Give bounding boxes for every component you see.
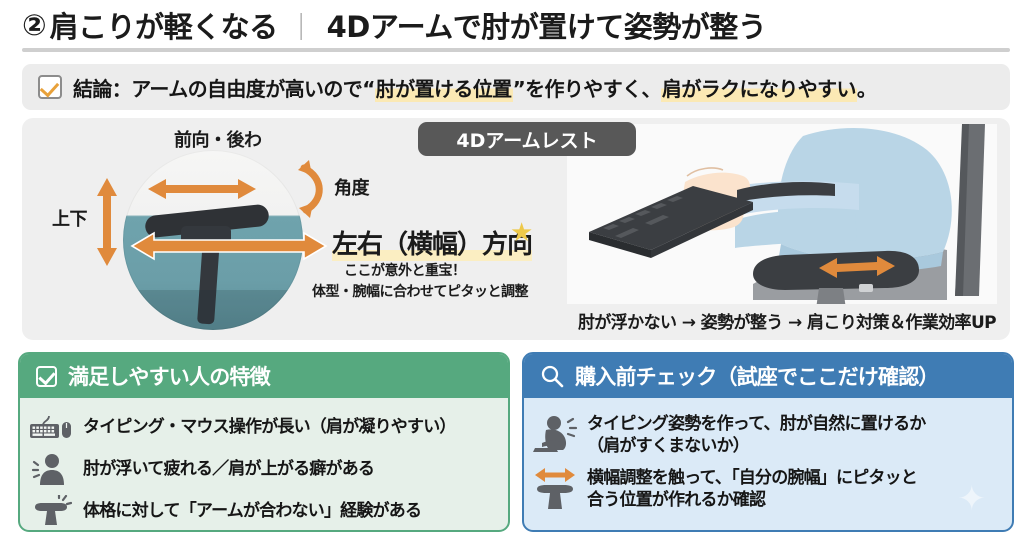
list-item-text: タイピング・マウス操作が長い（肩が凝りやすい）: [83, 417, 456, 438]
list-item-text: 肘が浮いて疲れる／肩が上がる癖がある: [83, 459, 375, 480]
conclusion-middle: ”を作りやすく、: [512, 76, 662, 101]
up-down-arrow-icon: [97, 178, 117, 266]
conclusion-suffix: 。: [856, 76, 877, 101]
sparkle-icon: ✦: [957, 479, 987, 519]
front-back-arrow-icon: [148, 179, 256, 199]
person-typing-posture-icon: [532, 412, 578, 458]
card-body-check: タイピング姿勢を作って、肘が自然に置けるか （肩がすくまないか） 横幅調整を触っ…: [524, 398, 1012, 512]
title-separator: ｜: [287, 12, 315, 44]
label-left-right: 左右（横幅）方向: [332, 224, 533, 261]
armrest-width-arrow-icon: [532, 466, 578, 512]
list-item: 横幅調整を触って、「自分の腕幅」にピタッと 合う位置が作れるか確認: [532, 466, 1002, 512]
conclusion-prefix: 結論：アームの自由度が高いので“: [73, 76, 375, 101]
feature-panel: 4Dアームレスト 前向・後わ 上下 角度 左右（横幅）方向 ★ ここが意外と重宝…: [22, 118, 1010, 340]
title-part-b: 4Dアームで肘が置けて姿勢が整う: [326, 10, 767, 44]
card-pre-purchase-check: 購入前チェック（試座でここだけ確認）: [522, 352, 1014, 532]
list-item: タイピング姿勢を作って、肘が自然に置けるか （肩がすくまないか）: [532, 412, 1002, 458]
list-item: タイピング・マウス操作が長い（肩が凝りやすい）: [28, 408, 498, 446]
typing-posture-illustration: [567, 124, 997, 304]
card-header-check: 購入前チェック（試座でここだけ確認）: [524, 354, 1012, 398]
card-title-satisfied: 満足しやすい人の特徴: [68, 365, 271, 389]
angle-curve-arrow-icon: [298, 160, 323, 218]
star-icon: ★: [510, 218, 534, 248]
search-icon: [540, 364, 564, 388]
list-item: 肘が浮いて疲れる／肩が上がる癖がある: [28, 450, 498, 488]
label-sub-line-1: ここが意外と重宝！: [344, 263, 466, 279]
conclusion-highlight-2: 肩がラクになりやすい: [660, 72, 857, 102]
panel-caption: 肘が浮かない → 姿勢が整う → 肩こり対策＆作業効率UP: [577, 312, 997, 333]
list-item: 体格に対して「アームが合わない」経験がある: [28, 492, 498, 530]
card-title-check: 購入前チェック（試座でここだけ確認）: [575, 365, 939, 389]
checkbox-checked-icon: [36, 365, 57, 387]
conclusion-text: 結論：アームの自由度が高いので“肘が置ける位置”を作りやすく、肩がラクになりやす…: [73, 72, 877, 102]
card-body-satisfied: タイピング・マウス操作が長い（肩が凝りやすい） 肘が浮いて疲れる／肩が上がる癖が: [20, 398, 508, 530]
left-right-arrow-icon: [130, 231, 328, 261]
person-shoulder-pain-icon: [28, 450, 74, 488]
page-title: ② 肩こりが軽くなる ｜ 4Dアームで肘が置けて姿勢が整う: [22, 4, 1012, 46]
card-satisfied-people: 満足しやすい人の特徴: [18, 352, 510, 532]
armrest-badge: 4Dアームレスト: [418, 122, 636, 156]
card-header-satisfied: 満足しやすい人の特徴: [20, 354, 508, 398]
list-item-text: 横幅調整を触って、「自分の腕幅」にピタッと 合う位置が作れるか確認: [587, 468, 918, 510]
title-part-a: 肩こりが軽くなる: [49, 10, 279, 44]
list-item-text: 体格に対して「アームが合わない」経験がある: [83, 501, 422, 522]
label-angle: 角度: [334, 178, 370, 199]
conclusion-bar: 結論：アームの自由度が高いので“肘が置ける位置”を作りやすく、肩がラクになりやす…: [22, 64, 1010, 110]
checkbox-checked-icon: [38, 75, 62, 99]
seat-shadow: [123, 290, 303, 330]
list-item-text: タイピング姿勢を作って、肘が自然に置けるか （肩がすくまないか）: [587, 414, 926, 456]
conclusion-highlight-1: 肘が置ける位置: [374, 72, 513, 102]
label-front-back: 前向・後わ: [174, 130, 262, 151]
label-up-down: 上下: [52, 209, 88, 230]
keyboard-mouse-icon: [28, 408, 74, 446]
title-divider: [22, 48, 1010, 52]
armrest-pain-icon: [28, 492, 74, 530]
label-sub-line-2: 体型・腕幅に合わせてピタッと調整: [312, 284, 529, 300]
title-number: ②: [22, 8, 47, 42]
